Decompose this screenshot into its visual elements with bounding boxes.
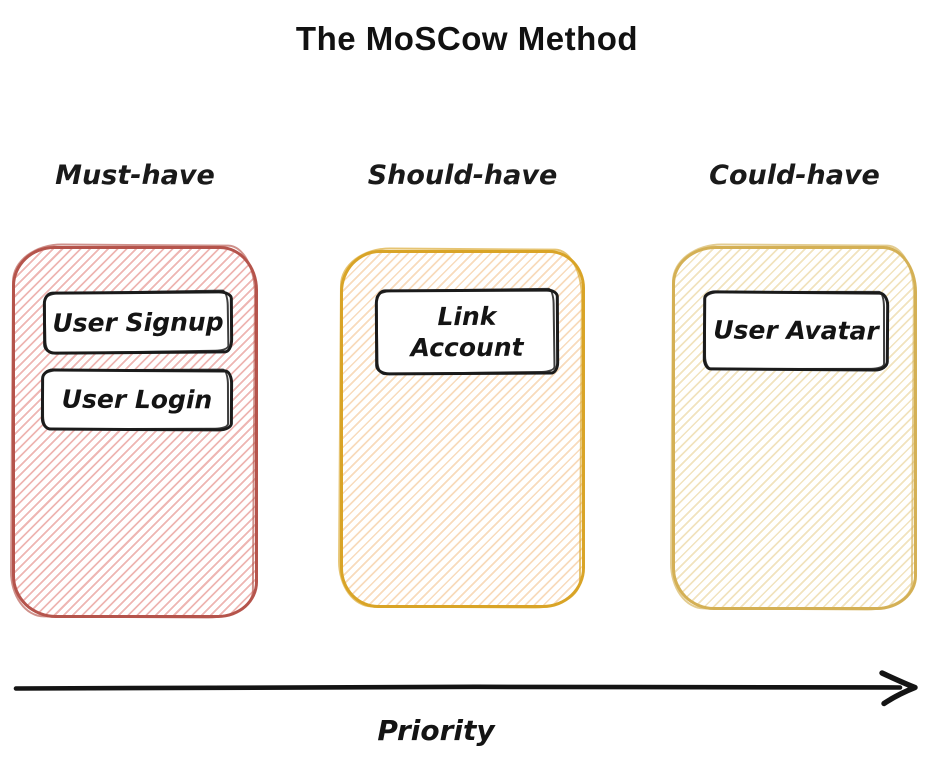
column-label-could-have: Could-have	[709, 160, 880, 191]
could-have-panel: User Avatar	[672, 246, 917, 610]
priority-axis-label: Priority	[377, 714, 495, 747]
card-user-login: User Login	[40, 368, 234, 432]
card-link-account: Link Account	[374, 288, 560, 376]
card-user-signup: User Signup	[42, 290, 234, 355]
should-have-panel: Link Account	[340, 250, 585, 608]
column-label-should-have: Should-have	[367, 160, 558, 191]
card-user-avatar: User Avatar	[702, 290, 890, 372]
must-have-panel: User Signup User Login	[12, 246, 258, 618]
diagram-title: The MoSCow Method	[295, 20, 639, 57]
column-label-must-have: Must-have	[55, 160, 215, 191]
priority-arrow	[13, 670, 918, 707]
